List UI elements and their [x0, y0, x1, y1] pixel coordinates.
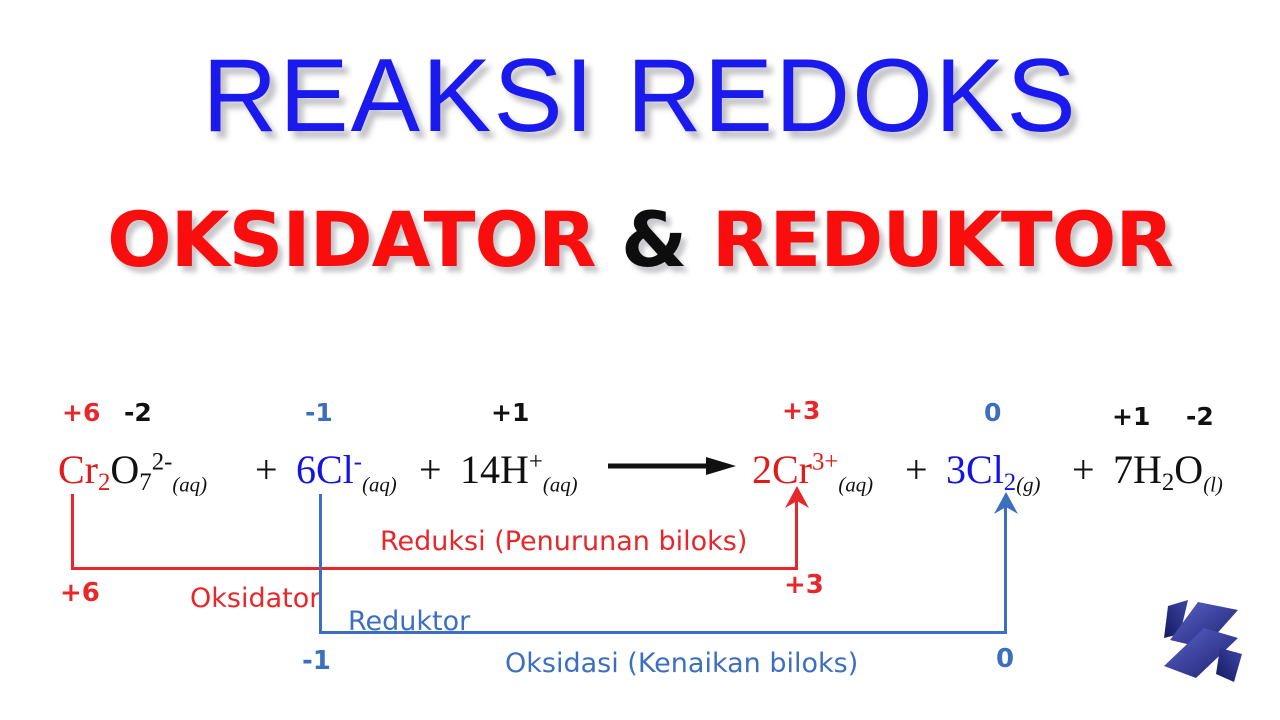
oxidation-start-value: -1	[302, 646, 331, 676]
oxnum-o-reactant: -2	[124, 398, 152, 427]
formula-cr-sub: 2	[98, 468, 111, 496]
formula-charge: 2-	[151, 448, 173, 476]
page-subtitle: OKSIDATOR & REDUKTOR	[0, 202, 1280, 278]
formula-2cr: 2Cr	[752, 447, 812, 492]
formula-o: O	[110, 447, 140, 492]
term-dichromate: Cr2O72-(aq)	[58, 447, 207, 495]
reduction-arrowhead-icon	[785, 486, 809, 508]
formula-3cl: 3Cl	[946, 447, 1004, 492]
term-proton: 14H+(aq)	[460, 447, 578, 495]
oxnum-h-product: +1	[1112, 402, 1151, 431]
formula-cr-charge: 3+	[812, 448, 839, 476]
term-chromium-iii: 2Cr3+(aq)	[752, 447, 873, 495]
phase-g: (g)	[1016, 473, 1041, 497]
formula-o-sub: 7	[139, 468, 152, 496]
oxnum-cr-product: +3	[782, 396, 821, 425]
formula-h-charge: +	[528, 448, 543, 476]
subtitle-oksidator: OKSIDATOR	[107, 195, 596, 284]
plus-sign-2: +	[419, 447, 442, 492]
formula-cl-charge: -	[353, 448, 363, 476]
formula-cl-sub: 2	[1003, 468, 1017, 496]
term-chloride: 6Cl-(aq)	[296, 447, 397, 495]
oxidation-arrowhead-icon	[994, 492, 1018, 514]
phase-l: (l)	[1203, 473, 1223, 497]
oxidation-left-stem	[319, 494, 322, 634]
reduction-start-value: +6	[60, 578, 100, 608]
oxnum-o-product: -2	[1186, 402, 1214, 431]
oxidation-label: Oksidasi (Kenaikan biloks)	[505, 648, 859, 679]
oxnum-cl-reactant: -1	[305, 398, 333, 427]
oksidator-label: Oksidator	[190, 583, 321, 614]
term-chlorine-gas: 3Cl2(g)	[946, 447, 1040, 496]
oxnum-cr-reactant: +6	[62, 398, 101, 427]
reduction-right-stem	[795, 500, 798, 570]
term-water: 7H2O(l)	[1113, 447, 1223, 496]
phase-aq: (aq)	[542, 473, 578, 497]
page-title: REAKSI REDOKS	[202, 38, 1078, 154]
plus-sign-3: +	[905, 447, 928, 492]
formula-o: O	[1174, 447, 1204, 492]
reduction-end-value: +3	[784, 570, 824, 600]
reaction-arrow-icon	[608, 457, 736, 475]
oxidation-right-stem	[1004, 506, 1007, 634]
formula-6cl: 6Cl	[296, 447, 354, 492]
reduction-horizontal-line	[71, 567, 798, 570]
phase-aq: (aq)	[362, 473, 397, 497]
oxnum-h-reactant: +1	[491, 398, 530, 427]
subtitle-reduktor: REDUKTOR	[711, 195, 1174, 284]
subtitle-ampersand: &	[621, 195, 687, 284]
phase-aq: (aq)	[172, 473, 208, 497]
x-logo	[1164, 600, 1242, 682]
oxidation-horizontal-line	[319, 631, 1007, 634]
reduction-label: Reduksi (Penurunan biloks)	[380, 526, 748, 557]
plus-sign-4: +	[1072, 447, 1095, 492]
formula-h-sub: 2	[1161, 468, 1175, 496]
oxnum-cl-product: 0	[984, 398, 1002, 427]
reduction-left-stem	[71, 494, 74, 570]
reduktor-label: Reduktor	[348, 606, 471, 637]
formula-14h: 14H	[460, 447, 529, 492]
plus-sign-1: +	[255, 447, 278, 492]
formula-cr: Cr	[58, 447, 98, 492]
formula-7h: 7H	[1113, 447, 1162, 492]
oxidation-end-value: 0	[996, 644, 1015, 674]
phase-aq: (aq)	[838, 473, 874, 497]
redox-equation: Cr2O72-(aq) + 6Cl-(aq) + 14H+(aq) 2Cr3+(…	[0, 428, 1280, 496]
